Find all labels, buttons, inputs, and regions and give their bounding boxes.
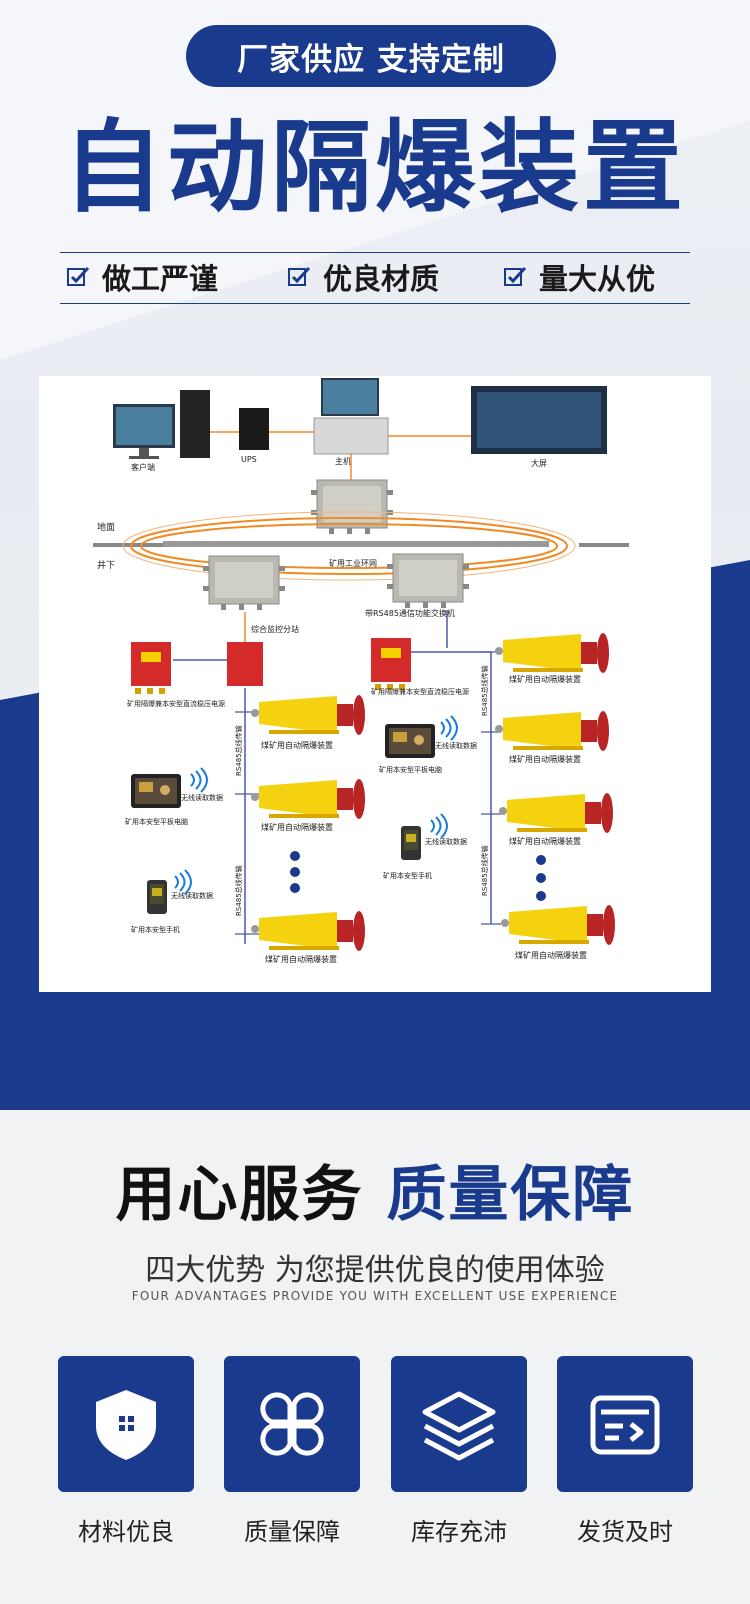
header-pill: 厂家供应 支持定制 [186,25,556,87]
tablet-label: 矿用本安型平板电脑 [125,817,188,826]
feature-item-3: 量大从优 [503,256,655,298]
phone-label: 矿用本安型手机 [383,871,432,880]
bus-label-left-2: RS485总线传输 [234,865,243,916]
divider-bottom [60,303,690,304]
box-arrow-icon [590,1395,660,1455]
section-title-blue: 质量保障 [386,1160,635,1230]
ground-label: 地面 [97,521,115,533]
advantage-label: 库存充沛 [411,1518,507,1546]
underground-label: 井下 [97,559,115,571]
ring-label: 矿用工业环网 [329,558,377,568]
system-diagram-svg: 客户端 UPS 主机 大屏 地面 井下 [93,378,629,964]
section-title-black: 用心服务 [115,1160,364,1230]
page-title: 自动隔爆装置 [63,109,687,226]
advantage-label: 材料优良 [78,1518,174,1546]
psu-right-label: 矿用隔爆兼本安型直流稳压电源 [371,687,469,696]
feature-item-1: 做工严谨 [66,256,218,298]
system-diagram: 客户端 UPS 主机 大屏 地面 井下 [39,376,711,992]
feature-label: 量大从优 [539,262,656,296]
feature-label: 优良材质 [323,262,440,296]
section-subtitle: 四大优势 为您提供优良的使用体验 [145,1253,605,1288]
device-label: 煤矿用自动隔爆装置 [509,836,581,846]
clover-icon [260,1392,324,1456]
device-label: 煤矿用自动隔爆装置 [509,754,581,764]
bus-label-left-1: RS485总线传输 [234,725,243,776]
hero-section: 厂家供应 支持定制 自动隔爆装置 做工严谨 优良材质 量大从优 [0,0,750,1110]
advantage-label: 质量保障 [244,1518,340,1546]
section-title: 用心服务 质量保障 [0,1160,750,1230]
layers-icon [422,1391,496,1461]
bus-label-right-1: RS485总线传输 [480,665,489,716]
wireless-label: 无线读取数据 [425,837,467,846]
device-label: 煤矿用自动隔爆装置 [261,740,333,750]
check-icon [504,266,527,286]
device-label: 煤矿用自动隔爆装置 [261,822,333,832]
advantage-card-materials [58,1356,194,1492]
feature-item-2: 优良材质 [287,256,439,298]
device-label: 煤矿用自动隔爆装置 [515,950,587,960]
substation-box [227,642,263,686]
phone-label: 矿用本安型手机 [131,925,180,934]
advantage-card-quality [224,1356,360,1492]
switch-label: 带RS485通信功能交换机 [365,608,455,618]
advantage-label: 发货及时 [577,1518,673,1546]
divider-top [60,252,690,253]
shield-icon [96,1390,156,1460]
bus-label-right-2: RS485总线传输 [480,845,489,896]
wireless-label: 无线读取数据 [171,891,213,900]
psu-left-label: 矿用隔爆兼本安型直流稳压电源 [127,699,225,708]
ups-label: UPS [241,455,257,464]
substation-label: 综合监控分站 [251,624,299,634]
device-label: 煤矿用自动隔爆装置 [509,674,581,684]
device-label: 煤矿用自动隔爆装置 [265,954,337,964]
check-icon [288,266,311,286]
advantage-card-shipping [557,1356,693,1492]
client-label: 客户端 [131,462,155,472]
check-icon [67,266,90,286]
host-label: 主机 [335,456,351,466]
advantage-card-stock [391,1356,527,1492]
wireless-label: 无线读取数据 [435,741,477,750]
section-subtitle-en: FOUR ADVANTAGES PROVIDE YOU WITH EXCELLE… [131,1289,619,1303]
bigscreen-label: 大屏 [531,458,547,468]
wireless-label: 无线读取数据 [181,793,223,802]
feature-label: 做工严谨 [102,262,219,296]
tablet-label: 矿用本安型平板电脑 [379,765,442,774]
